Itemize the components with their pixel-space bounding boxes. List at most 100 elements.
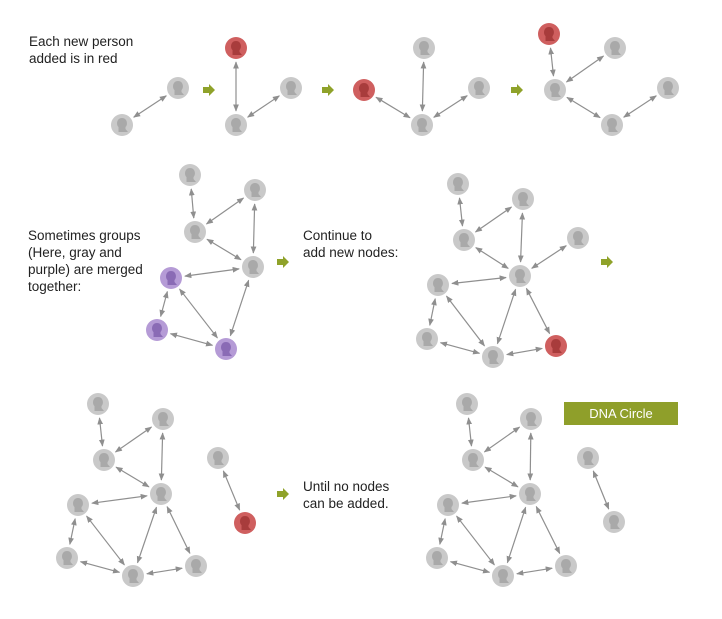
- person-node: [512, 188, 534, 210]
- dna-circle-badge: DNA Circle: [564, 402, 678, 425]
- person-icon: [468, 453, 479, 467]
- person-node: [67, 494, 89, 516]
- person-icon: [433, 278, 444, 292]
- label-merge-line3: purple) are merged: [28, 262, 143, 277]
- person-icon: [213, 451, 224, 465]
- person-node: [244, 179, 266, 201]
- edge-layer: [68, 47, 657, 576]
- person-icon: [551, 339, 562, 353]
- relationship-edge: [451, 275, 507, 286]
- person-icon: [221, 342, 232, 356]
- relationship-edge: [566, 96, 601, 119]
- relationship-edge: [516, 566, 553, 576]
- relationship-edge: [114, 426, 153, 453]
- relationship-edge: [446, 295, 485, 347]
- relationship-edge: [484, 466, 519, 488]
- person-icon: [518, 192, 529, 206]
- person-icon: [250, 183, 261, 197]
- relationship-edge: [250, 203, 258, 254]
- relationship-edge: [439, 341, 481, 355]
- relationship-edge: [565, 55, 605, 83]
- person-node: [416, 328, 438, 350]
- person-node: [544, 79, 566, 101]
- relationship-edge: [188, 188, 197, 219]
- relationship-edge: [206, 238, 242, 261]
- label-new-person: Each new person added is in red: [29, 33, 133, 67]
- relationship-edge: [229, 279, 250, 337]
- person-icon: [422, 332, 433, 346]
- person-node: [87, 393, 109, 415]
- label-merge: Sometimes groups (Here, gray and purple)…: [28, 227, 143, 295]
- person-node: [657, 77, 679, 99]
- person-node: [225, 114, 247, 136]
- person-node: [280, 77, 302, 99]
- person-node: [179, 164, 201, 186]
- person-icon: [231, 41, 242, 55]
- relationship-edge: [169, 332, 214, 347]
- new-person-node: [353, 79, 375, 101]
- relationship-edge: [86, 515, 125, 566]
- person-node: [601, 114, 623, 136]
- person-icon: [544, 27, 555, 41]
- person-icon: [62, 551, 73, 565]
- label-merge-line4: together:: [28, 279, 82, 294]
- label-continue-line2: add new nodes:: [303, 245, 399, 260]
- person-icon: [525, 487, 536, 501]
- relationship-edge: [97, 417, 105, 447]
- person-icon: [561, 559, 572, 573]
- person-icon: [432, 551, 443, 565]
- relationship-edge: [79, 560, 121, 574]
- person-icon: [663, 81, 674, 95]
- person-node: [185, 555, 207, 577]
- person-icon: [93, 397, 104, 411]
- person-node: [242, 256, 264, 278]
- person-icon: [117, 118, 128, 132]
- label-until-line2: can be added.: [303, 496, 389, 511]
- relationship-edge: [184, 266, 240, 279]
- person-node: [447, 173, 469, 195]
- label-merge-line2: (Here, gray and: [28, 245, 122, 260]
- person-node: [207, 447, 229, 469]
- label-continue-line1: Continue to: [303, 228, 373, 243]
- person-node: [462, 449, 484, 471]
- relationship-edge: [548, 47, 556, 77]
- person-icon: [156, 487, 167, 501]
- new-person-node: [545, 335, 567, 357]
- person-node: [152, 408, 174, 430]
- person-icon: [419, 41, 430, 55]
- person-node: [426, 547, 448, 569]
- person-node: [167, 77, 189, 99]
- person-icon: [550, 83, 561, 97]
- person-node: [555, 555, 577, 577]
- next-step-arrow-icon: [322, 84, 334, 96]
- person-icon: [152, 323, 163, 337]
- relationship-edge: [428, 298, 437, 326]
- label-new-person-line1: Each new person: [29, 34, 134, 49]
- person-node: [567, 227, 589, 249]
- person-node: [519, 483, 541, 505]
- relationship-edge: [419, 61, 427, 112]
- person-node: [482, 346, 504, 368]
- label-continue: Continue to add new nodes:: [303, 227, 398, 261]
- relationship-edge: [205, 197, 245, 225]
- person-node: [93, 449, 115, 471]
- label-until: Until no nodes can be added.: [303, 478, 389, 512]
- relationship-edge: [449, 560, 491, 574]
- relationship-edge: [474, 206, 513, 233]
- person-icon: [443, 498, 454, 512]
- person-node: [577, 447, 599, 469]
- person-node: [468, 77, 490, 99]
- relationship-edge: [517, 212, 526, 263]
- next-step-arrow-icon: [277, 488, 289, 500]
- relationship-edge: [133, 95, 167, 118]
- relationship-edge: [466, 417, 474, 447]
- relationship-edge: [506, 506, 527, 564]
- person-node: [437, 494, 459, 516]
- person-node: [411, 114, 433, 136]
- merged-person-node: [146, 319, 168, 341]
- person-icon: [99, 453, 110, 467]
- node-layer: [56, 23, 679, 587]
- relationship-edge: [527, 432, 534, 481]
- person-icon: [526, 412, 537, 426]
- step-arrow-layer: [203, 84, 613, 500]
